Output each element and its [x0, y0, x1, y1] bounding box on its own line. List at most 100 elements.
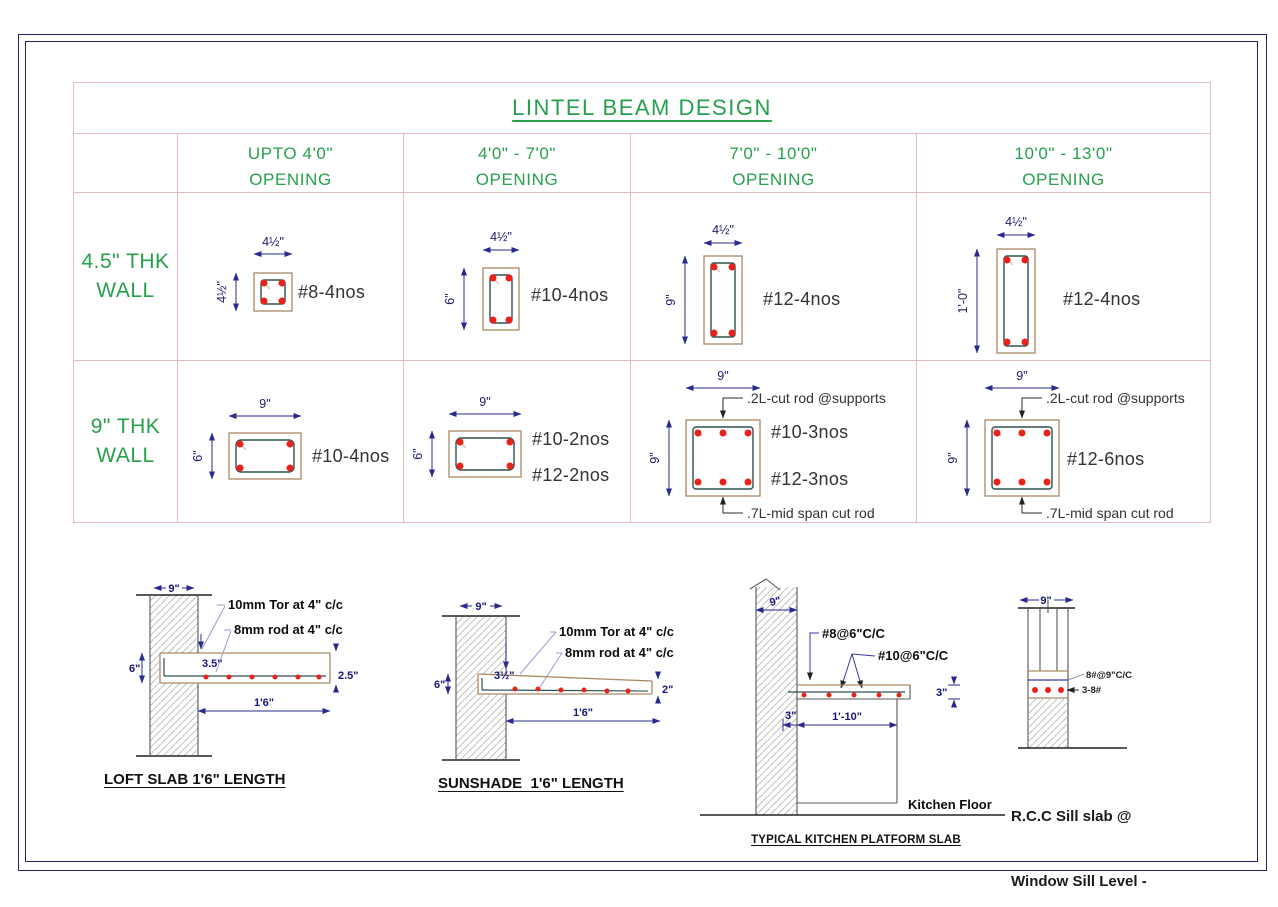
rebar-dots: [489, 274, 513, 324]
rebar-dots: [710, 263, 736, 337]
main-bar-label: #10@6"C/C: [878, 648, 949, 663]
slab-rebar-dots: [203, 674, 322, 680]
note-cut-rod-supports: .2L-cut rod @supports: [1046, 390, 1185, 406]
sill-slab-detail: 9" 8#@9"C/C 3-8# R.C.C Sill slab @ Windo…: [1005, 583, 1277, 907]
span-dim: 1'-10": [832, 711, 862, 723]
beam-section-drawing: 9" 6" #10-4nos: [191, 397, 389, 480]
beam-cell-r1c1: 4½" 4½" #8-4nos: [177, 192, 403, 360]
bar-spec: #10-4nos: [531, 285, 608, 305]
wall-width-dim: 9": [459, 601, 503, 613]
svg-text:9": 9": [168, 583, 179, 595]
loft-slab-drawing: 9" 3.5" 6" 2.5" 1'6" 10m: [129, 583, 359, 757]
height-dim: 6": [411, 448, 425, 459]
bar-spec: #12-6nos: [1067, 449, 1144, 469]
bar-spec: #12-4nos: [1063, 289, 1140, 309]
wall-hatch: [756, 587, 797, 815]
kitchen-floor-label: Kitchen Floor: [908, 797, 992, 812]
beam-cell-r2c4: 9" 9" .2L-cut rod @supports #12-6nos .7L…: [916, 360, 1210, 522]
width-dim: 4½": [1005, 215, 1027, 229]
beam-cell-r2c2: 9" 6" #10-2nos #12-2nos: [403, 360, 630, 522]
column-header-1: UPTO 4'0" OPENING: [177, 133, 403, 192]
header-opening: OPENING: [475, 170, 559, 190]
header-range: 4'0" - 7'0": [477, 144, 557, 163]
header-opening: OPENING: [732, 170, 815, 190]
mesh-label: 8#@9"C/C: [1086, 670, 1132, 681]
width-dim: 4½": [490, 230, 512, 244]
width-dim: 9": [1016, 369, 1027, 383]
svg-text:9": 9": [475, 601, 486, 613]
bar-spec-bottom: #12-2nos: [532, 465, 609, 485]
width-dim: 9": [717, 369, 728, 383]
rebar-dots: [236, 440, 294, 472]
sill-slab-drawing: 9" 8#@9"C/C 3-8#: [1018, 595, 1132, 749]
bar-spec: #12-4nos: [763, 289, 840, 309]
page-title: LINTEL BEAM DESIGN: [512, 95, 772, 120]
beam-section-drawing: 4½" 9" #12-4nos: [664, 223, 840, 345]
beam-section-drawing: 4½" 6" #10-4nos: [443, 230, 608, 331]
wall-width-dim: 9": [153, 583, 195, 595]
slab-rebar-dots: [801, 692, 902, 698]
beam-cell-r1c4: 4½" 1'-0" #12-4nos: [916, 192, 1210, 360]
bearing-dim: 3½": [494, 670, 515, 682]
slab-thickness-dim: 3": [936, 676, 960, 708]
wall-width-dim: 9": [1019, 595, 1074, 607]
beam-section-drawing: 9" 9" .2L-cut rod @supports #12-6nos .7L…: [946, 369, 1185, 521]
wall-break-symbol: [749, 578, 781, 591]
kitchen-platform-detail: 9" #8@6"C/C #10@6"C/C 3": [700, 577, 1012, 846]
height-dim: 9": [648, 452, 662, 463]
column-header-2: 4'0" - 7'0" OPENING: [403, 133, 630, 192]
kitchen-platform-drawing: 9" #8@6"C/C #10@6"C/C 3": [700, 578, 1005, 816]
rebar-dots: [694, 429, 752, 486]
rebar-dots: [456, 438, 514, 470]
row-label-4.5in-wall: 4.5" THK WALL: [73, 192, 177, 360]
slab-rebar-dots: [512, 686, 631, 694]
tip-dim: 2.5": [338, 670, 359, 682]
width-dim: 4½": [712, 223, 734, 237]
beam-cell-r1c2: 4½" 6" #10-4nos: [403, 192, 630, 360]
sunshade-drawing: 9" 3½" 6" 2" 1'6" 10mm T: [434, 601, 674, 761]
beam-section-drawing: 4½" 1'-0" #12-4nos: [956, 215, 1140, 354]
bar-spec-bottom: #12-3nos: [771, 469, 848, 489]
rebar-dots: [260, 279, 286, 305]
header-range: 7'0" - 10'0": [729, 144, 818, 163]
header-opening: OPENING: [1022, 170, 1105, 190]
beam-cell-r2c1: 9" 6" #10-4nos: [177, 360, 403, 522]
height-dim: 9": [664, 294, 678, 305]
wall-width-dim: 9": [769, 595, 783, 609]
bottom-bar-label: 8mm rod at 4" c/c: [565, 645, 674, 660]
bar-spec-top: #10-3nos: [771, 422, 848, 442]
kitchen-platform-title: TYPICAL KITCHEN PLATFORM SLAB: [751, 834, 961, 846]
bearing-dim: 3": [785, 710, 796, 722]
sunshade-detail: 9" 3½" 6" 2" 1'6" 10mm T: [420, 590, 720, 792]
height-dim: 9": [946, 452, 960, 463]
rebar-dots: [1003, 256, 1029, 346]
note-mid-span-cut-rod: .7L-mid span cut rod: [747, 505, 875, 521]
note-cut-rod-supports: .2L-cut rod @supports: [747, 390, 886, 406]
width-dim: 9": [479, 395, 490, 409]
sunshade-title: SUNSHADE 1'6" LENGTH: [438, 775, 624, 792]
svg-text:3": 3": [936, 687, 947, 699]
top-bar-label: #8@6"C/C: [822, 626, 886, 641]
width-dim: 4½": [262, 235, 284, 249]
bottom-bar-label: 8mm rod at 4" c/c: [234, 622, 343, 637]
sheet-border-outer: [18, 34, 1267, 871]
loft-slab-detail: 9" 3.5" 6" 2.5" 1'6" 10m: [98, 576, 398, 788]
column-header-3: 7'0" - 10'0" OPENING: [630, 133, 916, 192]
sill-caption: R.C.C Sill slab @ Window Sill Level - 9"…: [1011, 807, 1147, 890]
height-dim: 4½": [215, 281, 229, 303]
sheet-border-inner: [25, 41, 1258, 862]
header-range: 10'0" - 13'0": [1014, 144, 1113, 163]
slab-height-dim: 6": [434, 679, 445, 691]
header-opening: OPENING: [249, 170, 332, 190]
column-header-4: 10'0" - 13'0" OPENING: [916, 133, 1210, 192]
loft-slab-title: LOFT SLAB 1'6" LENGTH: [104, 771, 286, 788]
beam-section-drawing: 9" 9" .2L-cut rod @supports #10-3nos #12…: [648, 369, 886, 521]
header-spacer-cell: [73, 133, 177, 192]
tip-dim: 2": [662, 684, 673, 696]
svg-text:9": 9": [1040, 595, 1051, 607]
height-dim: 6": [443, 293, 457, 304]
bars-label: 3-8#: [1082, 685, 1102, 696]
table-title-cell: LINTEL BEAM DESIGN: [73, 82, 1210, 133]
beam-section-drawing: 9" 6" #10-2nos #12-2nos: [411, 395, 609, 485]
